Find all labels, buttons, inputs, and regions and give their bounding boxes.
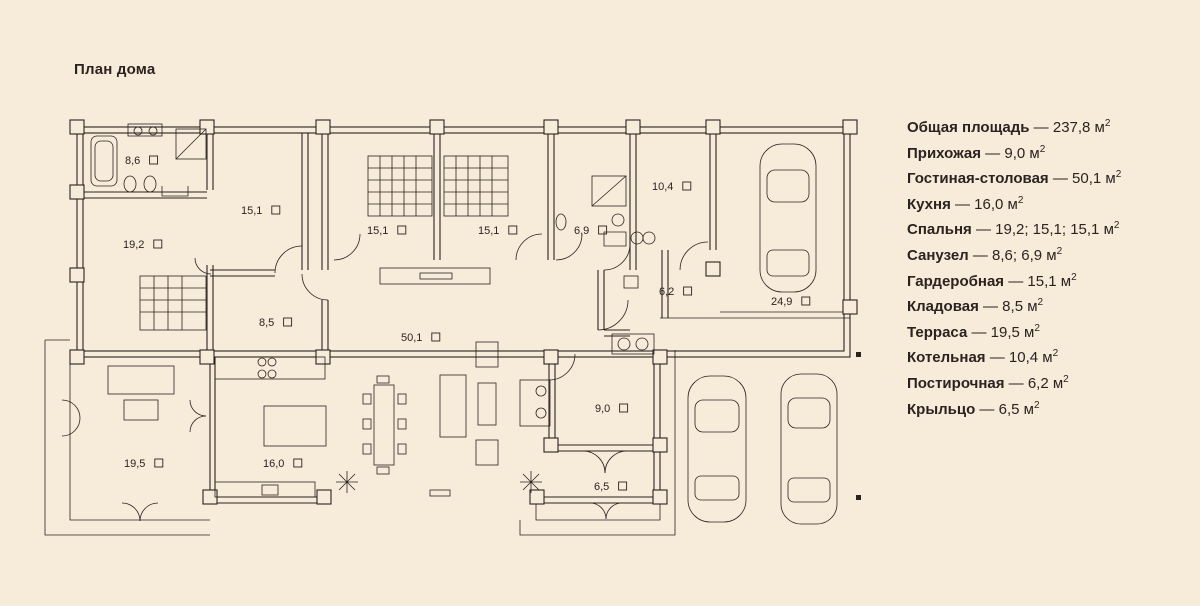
- legend-row: Котельная — 10,4 м2: [907, 343, 1121, 369]
- room-area-label: 8,6: [125, 155, 140, 167]
- area-square-icon: [682, 181, 692, 191]
- area-square-icon: [149, 155, 159, 165]
- room-area-label: 6,2: [659, 286, 674, 298]
- area-square-icon: [431, 332, 441, 342]
- legend-row: Постирочная — 6,2 м2: [907, 369, 1121, 395]
- area-square-icon: [618, 481, 628, 491]
- area-square-icon: [154, 458, 164, 468]
- legend-room-name: Общая площадь: [907, 119, 1030, 136]
- room-area-label: 15,1: [478, 225, 499, 237]
- legend-room-name: Гостиная-столовая: [907, 170, 1049, 188]
- room-area-label: 8,5: [259, 317, 274, 329]
- furniture: [90, 123, 656, 498]
- legend-row: Прихожая — 9,0 м2: [907, 139, 1121, 165]
- area-square-icon: [283, 317, 293, 327]
- area-square-icon: [153, 239, 163, 249]
- legend-row: Спальня — 19,2; 15,1; 15,1 м2: [907, 215, 1121, 241]
- legend-row: Кладовая — 8,5 м2: [907, 292, 1121, 318]
- legend-room-name: Кладовая: [907, 298, 979, 316]
- room-area-label: 6,9: [574, 225, 589, 237]
- legend-area-value: — 19,2; 15,1; 15,1 м2: [971, 220, 1120, 239]
- area-square-icon: [397, 225, 407, 235]
- legend-area-value: — 8,5 м2: [978, 297, 1044, 316]
- room-area-label: 10,4: [652, 181, 673, 193]
- room-labels: 8,6 15,1 15,1 15,1 6,9 10,4 19,2 8,5 50,1 6,2 24,9…: [123, 155, 811, 493]
- area-square-icon: [598, 225, 608, 235]
- area-square-icon: [293, 458, 303, 468]
- legend-room-name: Спальня: [907, 221, 972, 239]
- door-swings: [61, 233, 709, 522]
- outer-walls: [44, 126, 851, 536]
- legend-room-name: Прихожая: [907, 144, 982, 162]
- room-area-label: 50,1: [401, 332, 422, 344]
- room-area-label: 15,1: [241, 205, 262, 217]
- legend-room-name: Санузел: [907, 246, 969, 264]
- room-area-label: 6,5: [594, 481, 609, 493]
- legend-row: Санузел — 8,6; 6,9 м2: [907, 241, 1121, 267]
- legend-row: Общая площадь — 237,8 м2: [907, 113, 1121, 139]
- legend-room-name: Терраса: [907, 323, 968, 341]
- legend-area-value: — 10,4 м2: [985, 348, 1059, 367]
- legend-area-value: — 6,2 м2: [1004, 373, 1069, 392]
- legend-room-name: Постирочная: [907, 374, 1005, 392]
- area-square-icon: [801, 296, 811, 306]
- area-square-icon: [619, 403, 629, 413]
- legend-row: Терраса — 19,5 м2: [907, 318, 1121, 344]
- room-area-label: 15,1: [367, 225, 388, 237]
- interior-walls: [83, 127, 717, 452]
- legend-area-value: — 16,0 м2: [950, 194, 1024, 213]
- legend-row: Гардеробная — 15,1 м2: [907, 267, 1121, 293]
- legend-room-name: Кухня: [907, 195, 951, 213]
- room-area-label: 16,0: [263, 458, 284, 470]
- room-area-label: 19,2: [123, 239, 144, 251]
- legend-area-value: — 6,5 м2: [975, 399, 1040, 418]
- legend-area-value: — 15,1 м2: [1004, 271, 1077, 290]
- legend-room-name: Котельная: [907, 349, 986, 367]
- area-square-icon: [508, 225, 518, 235]
- room-area-label: 19,5: [124, 458, 145, 470]
- area-square-icon: [683, 286, 693, 296]
- legend-area-value: — 9,0 м2: [981, 143, 1046, 162]
- legend-row: Крыльцо — 6,5 м2: [907, 395, 1121, 421]
- area-square-icon: [271, 205, 281, 215]
- legend-row: Гостиная-столовая — 50,1 м2: [907, 164, 1121, 190]
- legend-room-name: Гардеробная: [907, 272, 1005, 290]
- legend-row: Кухня — 16,0 м2: [907, 190, 1121, 216]
- legend-room-name: Крыльцо: [907, 400, 976, 418]
- legend-area-value: — 237,8 м2: [1029, 118, 1111, 136]
- room-area-label: 9,0: [595, 403, 610, 415]
- room-area-label: 24,9: [771, 296, 792, 308]
- cars: [687, 143, 838, 525]
- legend-area-value: — 8,6; 6,9 м2: [968, 245, 1063, 264]
- legend-area-value: — 50,1 м2: [1048, 169, 1122, 188]
- legend-area-value: — 19,5 м2: [967, 322, 1040, 341]
- plan-title: План дома: [74, 61, 156, 78]
